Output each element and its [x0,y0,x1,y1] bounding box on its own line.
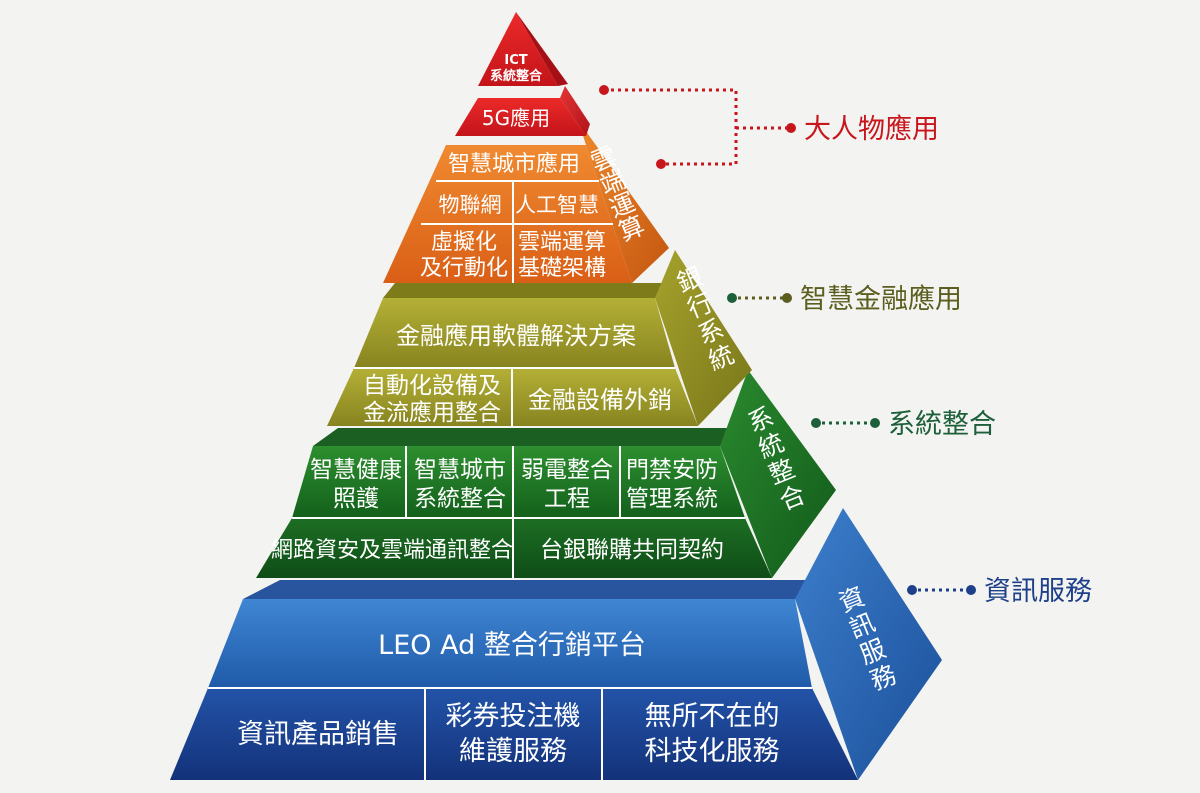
callout-blue-dot-start [907,585,917,595]
tier-green: 智慧健康 照護 智慧城市 系統整合 弱電整合 工程 門禁安防 管理系統 網路資安… [256,370,836,578]
callout-olive: 智慧金融應用 [727,284,962,315]
orange-side-face [578,120,669,283]
fiveg-label: 5G應用 [482,106,550,130]
iot-label: 物聯網 [439,193,502,217]
network-security-label: 網路資安及雲端通訊整合 [271,538,513,563]
callout-green-dot-start [811,418,821,428]
access-control-line1: 門禁安防 [626,457,718,483]
fin-software-label: 金融應用軟體解決方案 [396,322,636,350]
ubiquitous-line2: 科技化服務 [645,736,780,767]
tier-blue: LEO Ad 整合行銷平台 資訊產品銷售 彩券投注機 維護服務 無所不在的 科技… [170,508,942,780]
virtualization-line1: 虛擬化 [431,230,497,255]
callout-green: 系統整合 [811,409,996,440]
info-products-label: 資訊產品銷售 [237,719,399,750]
callout-blue-label: 資訊服務 [984,576,1092,607]
blue-front-lower [170,688,858,780]
blue-side-face [795,508,942,780]
automation-line1: 自動化設備及 [363,373,501,399]
health-line1: 智慧健康 [310,457,402,483]
ict-line2: 系統整合 [490,68,543,84]
ai-label: 人工智慧 [515,193,599,217]
weak-current-line1: 弱電整合 [521,457,613,483]
lottery-line2: 維護服務 [459,736,567,767]
olive-front-upper [354,298,675,368]
weak-current-line2: 工程 [544,486,590,512]
callout-blue-dot-end [966,585,976,595]
callout-red-dot-end [786,123,796,133]
smartcity-si-line1: 智慧城市 [414,457,506,483]
tier-orange: 智慧城市應用 物聯網 人工智慧 虛擬化 及行動化 雲端運算 基礎架構 雲 端 運… [383,120,669,283]
callout-olive-dot-start [727,293,737,303]
leo-ad-platform-label: LEO Ad 整合行銷平台 [378,630,646,661]
automation-line2: 金流應用整合 [363,400,501,426]
callout-olive-label: 智慧金融應用 [800,284,962,315]
callout-green-label: 系統整合 [888,409,996,440]
green-top-face [313,428,745,446]
green-side-face [720,370,836,578]
blue-top-face [243,580,843,599]
callout-olive-dot-end [782,293,792,303]
callout-red: 大人物應用 [599,85,939,169]
olive-top-face [383,283,670,298]
virtualization-line2: 及行動化 [420,256,508,281]
red-5g-side [560,86,590,136]
orange-front [383,145,632,283]
smart-city-app-label: 智慧城市應用 [448,151,580,177]
callout-green-dot-end [870,418,880,428]
bank-contract-label: 台銀聯購共同契約 [540,537,724,563]
health-line2: 照護 [333,486,379,512]
callout-red-label: 大人物應用 [804,114,939,145]
blue-front-upper [208,599,812,688]
red-apex-front [478,12,558,86]
callout-blue: 資訊服務 [907,576,1092,607]
ict-line1: ICT [504,53,527,68]
smartcity-si-line2: 系統整合 [414,486,506,512]
tier-red: ICT 系統整合 5G應用 [455,12,590,136]
red-5g-front [455,98,586,136]
cloud-infra-line2: 基礎架構 [518,256,606,281]
ubiquitous-line1: 無所不在的 [645,701,780,732]
red-apex-side [516,12,568,86]
cloud-infra-line1: 雲端運算 [518,230,606,255]
olive-side-face [655,250,752,426]
lottery-line1: 彩券投注機 [446,701,581,732]
fin-equipment-label: 金融設備外銷 [528,386,672,414]
access-control-line2: 管理系統 [626,486,718,512]
callout-red-bracket [604,88,738,166]
